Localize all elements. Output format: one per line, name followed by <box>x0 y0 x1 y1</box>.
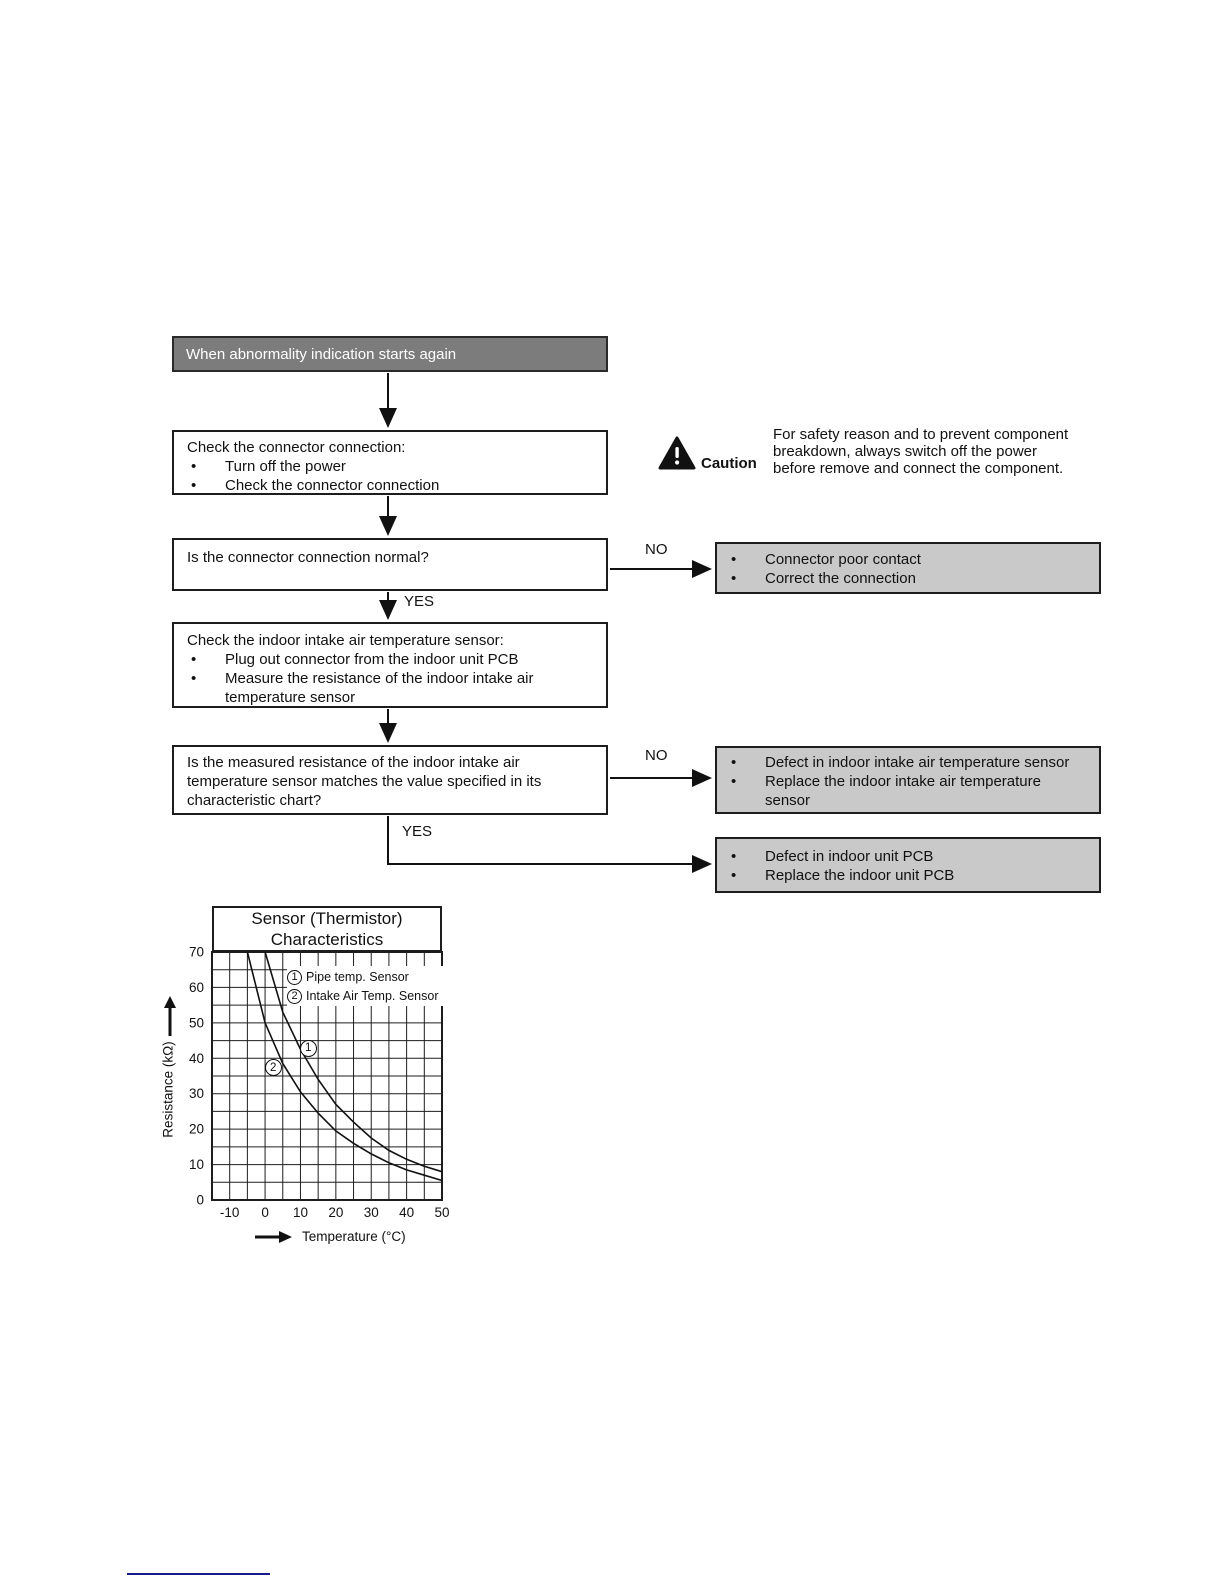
bullet-icon <box>191 476 225 495</box>
list-item: Correct the connection <box>731 569 1085 588</box>
decision-connector-normal-box: Is the connector connection normal? <box>172 538 608 591</box>
footer-link-underline[interactable] <box>127 1573 270 1575</box>
legend-label: Intake Air Temp. Sensor <box>306 989 439 1003</box>
result-sensor-box: Defect in indoor intake air temperature … <box>715 746 1101 814</box>
circled-number-icon: 1 <box>287 970 302 985</box>
result-connector-box: Connector poor contact Correct the conne… <box>715 542 1101 594</box>
list-item: Defect in indoor unit PCB <box>731 847 1085 866</box>
result-connector-bullets: Connector poor contact Correct the conne… <box>731 550 1085 588</box>
legend-item: 1 Pipe temp. Sensor <box>287 968 444 987</box>
legend-label: Pipe temp. Sensor <box>306 970 409 984</box>
legend-item: 2 Intake Air Temp. Sensor <box>287 987 444 1006</box>
result-sensor-bullets: Defect in indoor intake air temperature … <box>731 753 1085 810</box>
result-pcb-box: Defect in indoor unit PCB Replace the in… <box>715 837 1101 893</box>
svg-text:0: 0 <box>261 1205 269 1220</box>
svg-text:50: 50 <box>189 1015 204 1030</box>
y-axis-title: Resistance (kΩ) <box>160 1041 176 1138</box>
bullet-icon <box>191 650 225 669</box>
no-label: NO <box>645 541 668 558</box>
list-item: Replace the indoor intake air temperatur… <box>731 772 1085 810</box>
check-sensor-bullets: Plug out connector from the indoor unit … <box>191 650 594 707</box>
list-item: Measure the resistance of the indoor int… <box>191 669 594 707</box>
svg-text:20: 20 <box>189 1122 204 1137</box>
list-item: Turn off the power <box>191 457 594 476</box>
svg-text:20: 20 <box>328 1205 343 1220</box>
bullet-icon <box>191 457 225 476</box>
svg-text:30: 30 <box>189 1086 204 1101</box>
bullet-icon <box>731 772 765 810</box>
caution-text: For safety reason and to prevent compone… <box>773 426 1069 477</box>
start-box-text: When abnormality indication starts again <box>186 345 457 363</box>
bullet-icon <box>731 847 765 866</box>
chart-legend: 1 Pipe temp. Sensor 2 Intake Air Temp. S… <box>287 966 444 1006</box>
caution-label: Caution <box>701 455 757 472</box>
chart-title-box: Sensor (Thermistor) Characteristics <box>212 906 442 952</box>
thermistor-chart: -10 0 10 20 30 40 50 0 10 20 30 40 50 60 70 Sensor (Th… <box>140 900 480 1262</box>
bullet-icon <box>731 550 765 569</box>
series-marker-icon: 1 <box>299 1039 317 1057</box>
svg-text:10: 10 <box>293 1205 308 1220</box>
yes-label: YES <box>402 823 433 840</box>
list-item: Defect in indoor intake air temperature … <box>731 753 1085 772</box>
svg-text:10: 10 <box>189 1157 204 1172</box>
svg-text:70: 70 <box>189 945 204 960</box>
caution-warning-icon <box>658 436 696 470</box>
chart-title: Sensor (Thermistor) Characteristics <box>251 909 403 949</box>
list-item: Check the connector connection <box>191 476 594 495</box>
series-marker-icon: 2 <box>264 1059 282 1077</box>
bullet-icon <box>731 569 765 588</box>
chart-plot-area: -10 0 10 20 30 40 50 0 10 20 30 40 50 60 70 <box>164 945 450 1243</box>
svg-text:40: 40 <box>189 1051 204 1066</box>
check-sensor-title: Check the indoor intake air temperature … <box>187 632 504 649</box>
svg-text:30: 30 <box>364 1205 379 1220</box>
list-item: Connector poor contact <box>731 550 1085 569</box>
decision-connector-text: Is the connector connection normal? <box>187 549 429 566</box>
decision-resistance-text: Is the measured resistance of the indoor… <box>187 754 542 809</box>
list-item: Plug out connector from the indoor unit … <box>191 650 594 669</box>
start-box: When abnormality indication starts again <box>172 336 608 372</box>
check-connector-bullets: Turn off the power Check the connector c… <box>191 457 594 495</box>
check-connector-box: Check the connector connection: Turn off… <box>172 430 608 495</box>
svg-text:50: 50 <box>434 1205 449 1220</box>
circled-number-icon: 2 <box>287 989 302 1004</box>
check-sensor-box: Check the indoor intake air temperature … <box>172 622 608 708</box>
bullet-icon <box>731 866 765 885</box>
bullet-icon <box>731 753 765 772</box>
no-label: NO <box>645 747 668 764</box>
svg-text:60: 60 <box>189 980 204 995</box>
result-pcb-bullets: Defect in indoor unit PCB Replace the in… <box>731 847 1085 885</box>
decision-resistance-box: Is the measured resistance of the indoor… <box>172 745 608 815</box>
check-connector-title: Check the connector connection: <box>187 439 406 456</box>
list-item: Replace the indoor unit PCB <box>731 866 1085 885</box>
svg-text:-10: -10 <box>220 1205 240 1220</box>
bullet-icon <box>191 669 225 707</box>
x-axis-title: Temperature (°C) <box>302 1229 406 1244</box>
svg-text:40: 40 <box>399 1205 414 1220</box>
yes-label: YES <box>404 593 435 610</box>
svg-text:0: 0 <box>196 1193 204 1208</box>
